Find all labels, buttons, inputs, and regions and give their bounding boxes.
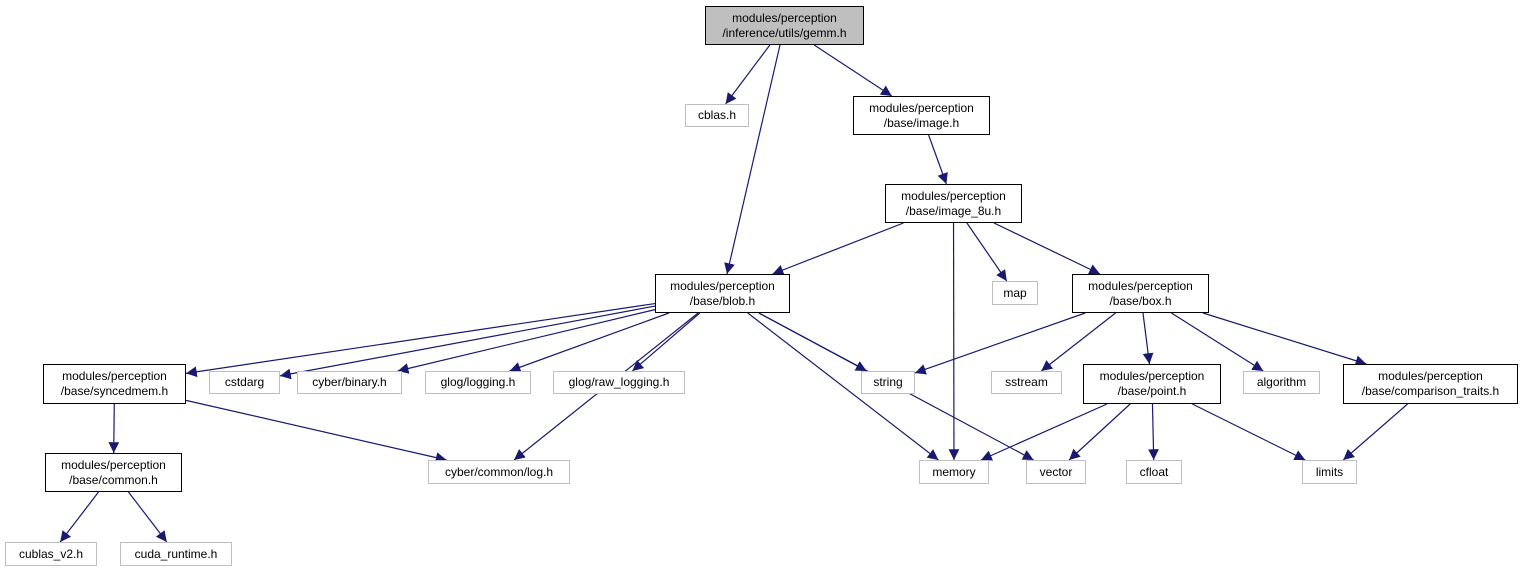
node-common-h[interactable]: modules/perception /base/common.h — [45, 453, 182, 492]
edge-point-to-limits — [1192, 403, 1306, 461]
edge-blob-to-glog — [509, 312, 670, 373]
edge-box-to-point — [1142, 312, 1154, 365]
edge-point-to-memory — [980, 403, 1108, 461]
node-algorithm[interactable]: algorithm — [1243, 371, 1320, 394]
edge-common-to-cuda — [127, 491, 168, 543]
edge-blob-to-syncedmem — [185, 302, 656, 378]
edge-point-to-vector — [1068, 403, 1131, 461]
edge-point-to-cfloat — [1148, 403, 1159, 461]
node-limits[interactable]: limits — [1302, 460, 1357, 484]
edge-blob-to-cstdarg — [279, 305, 656, 380]
edge-image8u-to-map — [966, 222, 1008, 282]
node-cyber-binary-h[interactable]: cyber/binary.h — [297, 371, 402, 394]
edge-box-to-comparison — [1202, 312, 1367, 366]
node-syncedmem-h[interactable]: modules/perception /base/syncedmem.h — [43, 364, 186, 404]
node-map[interactable]: map — [992, 281, 1038, 305]
edge-gemm-to-image — [813, 44, 893, 97]
edge-box-to-sstream — [1040, 312, 1116, 372]
node-cyber-common-log-h[interactable]: cyber/common/log.h — [428, 460, 570, 484]
node-box-h[interactable]: modules/perception /base/box.h — [1072, 274, 1209, 313]
node-string[interactable]: string — [861, 371, 915, 394]
node-point-h[interactable]: modules/perception /base/point.h — [1083, 364, 1221, 404]
node-gemm-h[interactable]: modules/perception /inference/utils/gemm… — [705, 6, 864, 45]
node-cfloat[interactable]: cfloat — [1126, 460, 1182, 484]
node-glog-raw-logging-h[interactable]: glog/raw_logging.h — [553, 371, 685, 394]
node-cstdarg[interactable]: cstdarg — [209, 371, 280, 394]
node-memory[interactable]: memory — [919, 460, 989, 484]
edge-blob-to-binary — [397, 309, 656, 374]
node-cblas-h[interactable]: cblas.h — [685, 104, 749, 127]
edge-box-to-string — [914, 312, 1086, 375]
edge-gemm-to-blob — [724, 44, 781, 275]
edge-syncedmem-to-common — [108, 403, 120, 454]
edge-comparison-to-limits — [1342, 403, 1408, 461]
node-glog-logging-h[interactable]: glog/logging.h — [425, 371, 531, 394]
edge-syncedmem-to-log — [185, 399, 447, 463]
node-blob-h[interactable]: modules/perception /base/blob.h — [655, 274, 790, 313]
edge-image8u-to-box — [993, 222, 1101, 275]
node-image-8u-h[interactable]: modules/perception /base/image_8u.h — [885, 184, 1022, 223]
node-vector[interactable]: vector — [1026, 460, 1086, 484]
node-sstream[interactable]: sstream — [991, 371, 1062, 394]
edge-box-to-algorithm — [1171, 312, 1264, 372]
node-cuda-runtime-h[interactable]: cuda_runtime.h — [120, 542, 232, 566]
edge-image-to-image8u — [928, 134, 948, 185]
node-image-h[interactable]: modules/perception /base/image.h — [853, 96, 990, 135]
node-cublas-v2-h[interactable]: cublas_v2.h — [5, 542, 97, 566]
edge-common-to-cublas — [59, 491, 100, 543]
edge-gemm-to-cblas — [725, 44, 771, 105]
node-comparison-traits-h[interactable]: modules/perception /base/comparison_trai… — [1343, 364, 1518, 404]
edge-image8u-to-blob — [772, 222, 904, 276]
edge-blob-to-memory — [747, 312, 939, 461]
edge-blob-to-rawlog — [631, 312, 701, 372]
